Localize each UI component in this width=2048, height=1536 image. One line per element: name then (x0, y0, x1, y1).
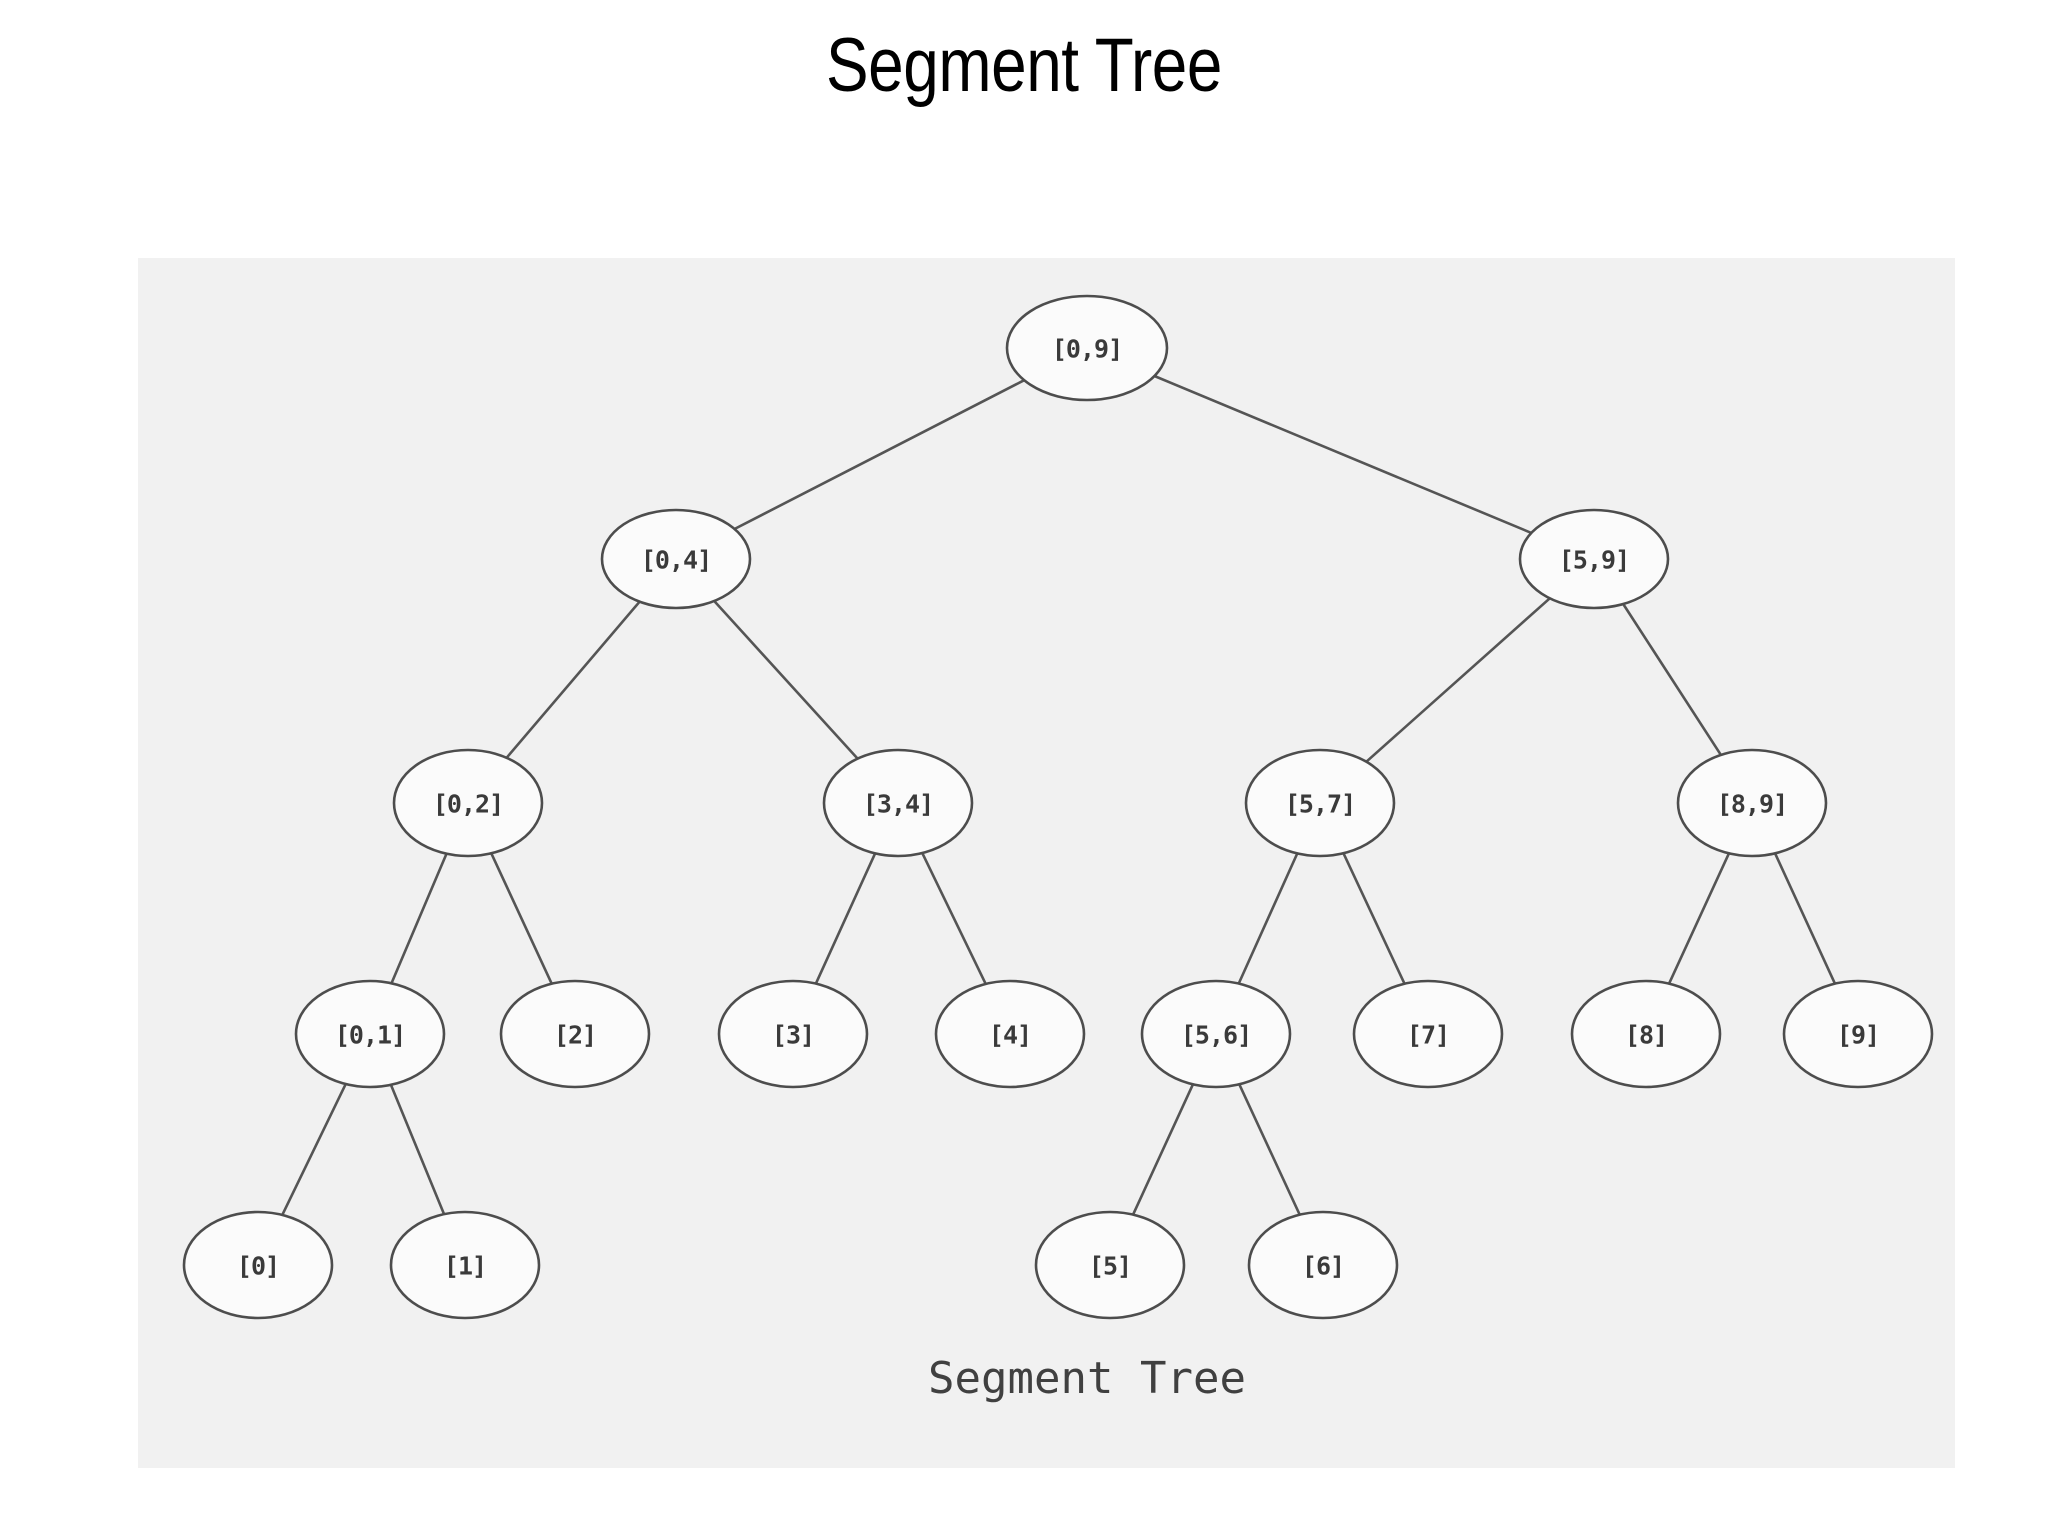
tree-node-shape (717, 979, 869, 1089)
tree-node-shape (1244, 748, 1396, 858)
tree-node-label: [4] (989, 1021, 1031, 1050)
tree-edge (1153, 374, 1533, 535)
tree-node-shape (600, 508, 752, 610)
tree-edge (1237, 852, 1299, 985)
tree-node[interactable]: [1] (389, 1210, 541, 1320)
tree-node-shape (1352, 979, 1504, 1089)
tree-node-shape (1518, 508, 1670, 610)
tree-node[interactable]: [5,7] (1244, 748, 1396, 858)
tree-node-label: [0,1] (335, 1021, 405, 1050)
tree-edge (1773, 852, 1837, 985)
tree-node-label: [1] (444, 1252, 486, 1281)
tree-node[interactable]: [3] (717, 979, 869, 1089)
tree-edge (1131, 1083, 1195, 1216)
tree-edge (712, 599, 859, 760)
tree-node-shape (1570, 979, 1722, 1089)
page-title: Segment Tree (826, 23, 1222, 108)
tree-node-shape (1140, 979, 1292, 1089)
tree-node-shape (499, 979, 651, 1089)
tree-node-shape (392, 748, 544, 858)
tree-node-shape (294, 979, 446, 1089)
tree-node-label: [5,7] (1285, 790, 1355, 819)
tree-edge (733, 378, 1026, 531)
tree-node[interactable]: [0,1] (294, 979, 446, 1089)
tree-node-label: [0,2] (433, 790, 503, 819)
tree-edge (1238, 1082, 1301, 1217)
tree-node-label: [0] (237, 1252, 279, 1281)
tree-node[interactable]: [0] (182, 1210, 334, 1320)
diagram-caption: Segment Tree (928, 1353, 1246, 1404)
tree-node-label: [0,4] (641, 546, 711, 575)
tree-edge (489, 851, 554, 986)
tree-edge (1342, 851, 1406, 986)
tree-node-label: [3] (772, 1021, 814, 1050)
tree-node[interactable]: [2] (499, 979, 651, 1089)
tree-edge (814, 852, 877, 985)
tree-node-label: [9] (1837, 1021, 1879, 1050)
tree-node-label: [5,6] (1181, 1021, 1251, 1050)
tree-node[interactable]: [4] (934, 979, 1086, 1089)
tree-nodes-group: [0,9] [0,4] [5,9] [0,2] [3,4] [5,7] [8,9] [0,1]… (182, 294, 1934, 1320)
tree-node[interactable]: [0,4] (600, 508, 752, 610)
tree-node-label: [7] (1407, 1021, 1449, 1050)
tree-edge (1621, 602, 1723, 757)
tree-node-shape (1782, 979, 1934, 1089)
tree-node[interactable]: [0,2] (392, 748, 544, 858)
tree-node-label: [6] (1302, 1252, 1344, 1281)
segment-tree-svg: [0,9] [0,4] [5,9] [0,2] [3,4] [5,7] [8,9] [0,1]… (182, 294, 1934, 1404)
tree-edge (505, 600, 641, 760)
tree-node-shape (1005, 294, 1169, 402)
tree-node-label: [8] (1625, 1021, 1667, 1050)
segment-tree-diagram-panel: [0,9] [0,4] [5,9] [0,2] [3,4] [5,7] [8,9] [0,1]… (138, 258, 1955, 1468)
tree-node[interactable]: [8] (1570, 979, 1722, 1089)
tree-node-shape (822, 748, 974, 858)
tree-node-label: [5] (1089, 1252, 1131, 1281)
tree-edge (1667, 852, 1731, 985)
tree-edge (281, 1082, 347, 1217)
tree-node[interactable]: [7] (1352, 979, 1504, 1089)
tree-node-label: [8,9] (1717, 790, 1787, 819)
tree-node[interactable]: [5,6] (1140, 979, 1292, 1089)
tree-edge (389, 1083, 446, 1216)
tree-node[interactable]: [6] (1247, 1210, 1399, 1320)
tree-node-label: [2] (554, 1021, 596, 1050)
tree-edges-group (281, 374, 1837, 1217)
tree-node[interactable]: [9] (1782, 979, 1934, 1089)
tree-edge (1365, 596, 1552, 764)
tree-node[interactable]: [3,4] (822, 748, 974, 858)
tree-node[interactable]: [0,9] (1005, 294, 1169, 402)
tree-edge (390, 852, 448, 985)
tree-edge (920, 851, 988, 986)
tree-node-shape (182, 1210, 334, 1320)
tree-node[interactable]: [5,9] (1518, 508, 1670, 610)
tree-node[interactable]: [5] (1034, 1210, 1186, 1320)
tree-node-shape (1247, 1210, 1399, 1320)
tree-node-shape (1034, 1210, 1186, 1320)
tree-node-label: [3,4] (863, 790, 933, 819)
tree-node-label: [0,9] (1052, 335, 1122, 364)
tree-node-shape (934, 979, 1086, 1089)
tree-node-shape (1676, 748, 1828, 858)
tree-node[interactable]: [8,9] (1676, 748, 1828, 858)
tree-node-shape (389, 1210, 541, 1320)
tree-node-label: [5,9] (1559, 546, 1629, 575)
